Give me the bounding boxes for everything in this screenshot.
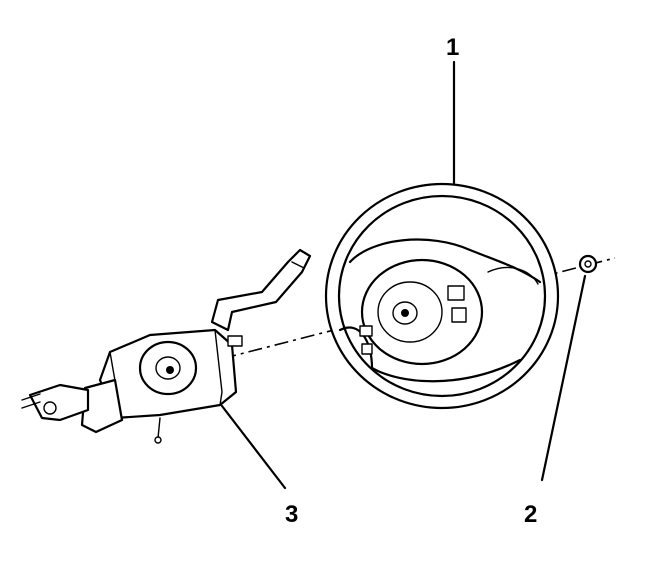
steering-wheel xyxy=(324,182,560,410)
leader-line-3 xyxy=(220,404,287,490)
leader-line-2 xyxy=(540,274,587,482)
lower-spoke xyxy=(338,326,522,383)
steering-wheel-nut xyxy=(578,254,598,274)
callout-3: 3 xyxy=(285,501,298,528)
nut-body xyxy=(578,254,598,274)
steering-column xyxy=(21,248,312,444)
lower-shroud xyxy=(80,378,124,434)
callout-1: 1 xyxy=(446,34,459,61)
turn-signal-lever xyxy=(210,248,312,332)
callout-2: 2 xyxy=(524,501,537,528)
wheel-rim-inner xyxy=(337,194,547,398)
